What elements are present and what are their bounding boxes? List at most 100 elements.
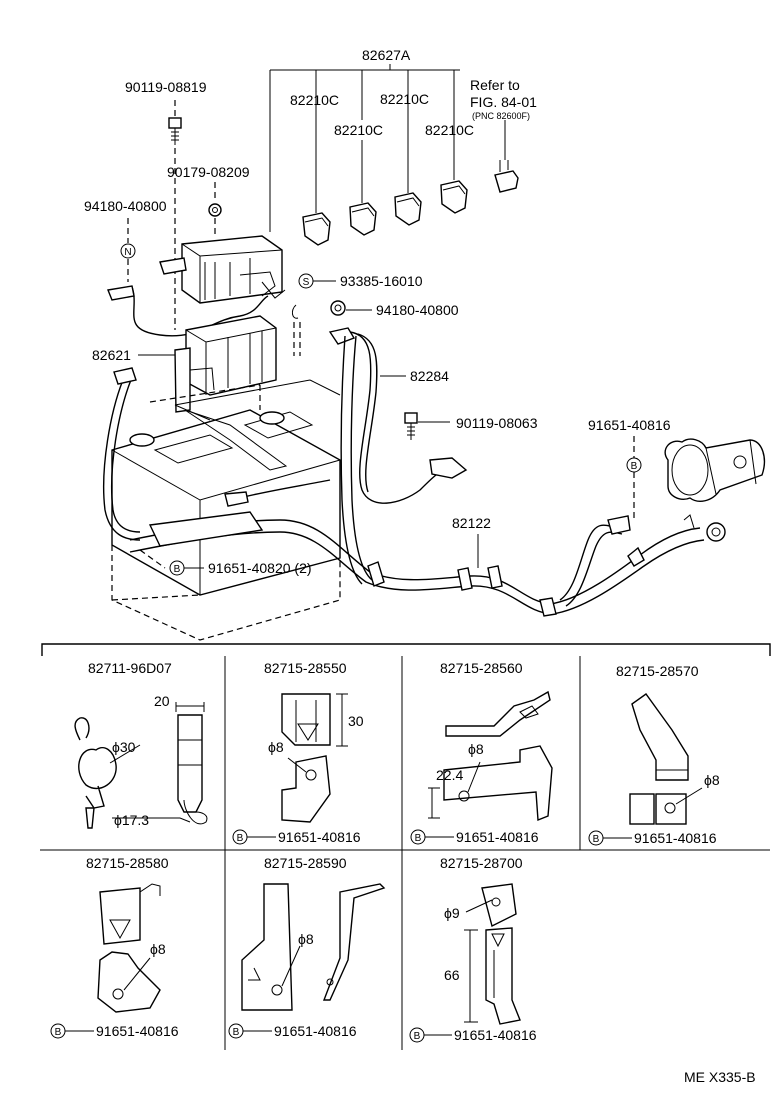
battery [111, 379, 341, 596]
cell2-marker-b-letter: B [237, 833, 244, 844]
cell7-part: 82715-28700 [440, 855, 523, 871]
refer-line-2: FIG. 84-01 [470, 94, 537, 110]
harness-clip-2 [457, 567, 473, 591]
cell6-marker-b-letter: B [233, 1027, 240, 1038]
label-82627a: 82627A [362, 47, 411, 63]
label-90179-08209: 90179-08209 [167, 164, 250, 180]
cell1-clamp-front [74, 717, 117, 829]
label-82284: 82284 [410, 368, 449, 384]
cell5-leader-8 [123, 957, 151, 991]
cell2-bolt: 91651-40816 [278, 829, 361, 845]
label-91651-40820: 91651-40820 (2) [208, 560, 312, 576]
label-94180-40800-left: 94180-40800 [84, 198, 167, 214]
label-82210c-4: 82210C [425, 122, 474, 138]
cell2-bracket-detail [295, 700, 319, 742]
cell1-leader-30 [109, 744, 141, 764]
cable-left-riser [103, 374, 141, 541]
cable-82284 [349, 331, 449, 504]
label-82210c-2: 82210C [380, 91, 429, 107]
fuse-ref [453, 70, 519, 193]
bolt-90119-08819-icon [168, 100, 182, 330]
cable-left-riser-b [111, 374, 141, 533]
figure-code: ME X335-B [684, 1069, 756, 1085]
cell-82715-28570: 82715-28570 ϕ8 B 91651-40816 [588, 663, 720, 846]
cell7-leader-9 [465, 899, 493, 913]
main-assembly: 82627A 82210C 82210C 82210C 82210C Refer… [84, 47, 766, 641]
cell7-dim-66: 66 [444, 967, 460, 983]
cell3-top-detail [519, 705, 539, 719]
cell4-block-right [655, 793, 687, 825]
label-90119-08063: 90119-08063 [456, 415, 538, 431]
harness-sleeve-left [148, 511, 264, 547]
cell3-dim-8: ϕ8 [468, 741, 484, 757]
cell3-marker-b-letter: B [415, 833, 422, 844]
cell1-dim-173: ϕ17.3 [114, 812, 149, 828]
terminal-82284-end [429, 457, 468, 479]
harness-clip-4 [539, 597, 557, 617]
marker-n-letter: N [124, 247, 131, 258]
cell-82711-96d07: 82711-96D07 ϕ30 20 ϕ17.3 [74, 660, 208, 829]
cell7-bolt: 91651-40816 [454, 1027, 537, 1043]
clip-s-icon [291, 304, 299, 319]
nut-90179-08209-icon [208, 182, 222, 236]
label-82210c-3: 82210C [334, 122, 383, 138]
harness-clip-5 [627, 546, 645, 567]
cell1-leader-173 [112, 817, 191, 823]
cell5-bracket-bottom [97, 951, 161, 1013]
cell5-hole [112, 988, 124, 1000]
cell4-block-left [629, 793, 655, 825]
battery-tray-dash [111, 545, 341, 641]
cell6-bolt: 91651-40816 [274, 1023, 357, 1039]
cell1-dim20-line [175, 702, 205, 712]
cell-82715-28550: 82715-28550 30 ϕ8 B 91651-40816 [232, 660, 364, 845]
cell6-leader-8 [281, 945, 301, 987]
cell4-dim-8: ϕ8 [704, 772, 720, 788]
cell1-clamp-side-detail [178, 739, 208, 825]
cell6-bracket-left [241, 883, 293, 1011]
refer-line-1: Refer to [470, 77, 520, 93]
cell2-hole [305, 769, 317, 781]
refer-line-3: (PNC 82600F) [472, 111, 530, 121]
cell1-dim-30: ϕ30 [112, 739, 136, 755]
ring-terminal-hole [711, 527, 721, 537]
marker-n [120, 243, 136, 259]
cell2-dim-8: ϕ8 [268, 739, 284, 755]
cell7-marker-b-letter: B [414, 1031, 421, 1042]
label-82210c-1: 82210C [290, 92, 339, 108]
cable-riser-mid-b [340, 335, 363, 585]
clip-s-dash [293, 322, 301, 356]
fuse-3 [394, 110, 422, 226]
cell3-hole [458, 790, 470, 802]
cell6-dim-8: ϕ8 [298, 931, 314, 947]
assembly-bracket-lines [269, 64, 460, 232]
label-90119-08819: 90119-08819 [125, 79, 207, 95]
label-82621: 82621 [92, 347, 131, 363]
cell6-right-hole [326, 978, 334, 986]
cell4-leader-8 [675, 787, 703, 805]
terminal-left-top [113, 367, 137, 385]
detail-table: 82711-96D07 ϕ30 20 ϕ17.3 82715-28550 30 … [40, 643, 771, 1050]
cell1-clamp-side [177, 714, 203, 813]
cell7-top-hole [491, 897, 501, 907]
fuse-2 [349, 140, 377, 236]
label-91651-40816-top: 91651-40816 [588, 417, 671, 433]
cell-82715-28700: 82715-28700 ϕ9 66 B 91651-40816 [409, 855, 537, 1043]
terminal-branch-up [607, 515, 631, 535]
cell3-dim224-line [428, 787, 440, 819]
cell7-bottom-detail [491, 933, 505, 998]
harness-branch-up-b [565, 531, 623, 607]
cell7-bracket-bottom [485, 927, 521, 1025]
cell2-part: 82715-28550 [264, 660, 347, 676]
cell5-dim-8: ϕ8 [150, 941, 166, 957]
label-93385-16010: 93385-16010 [340, 273, 423, 289]
cell1-part: 82711-96D07 [88, 660, 172, 676]
cell3-bracket-top [445, 690, 551, 737]
cell3-dim-224: 22.4 [436, 767, 463, 783]
relay-lead-terminal [107, 285, 135, 301]
cell4-bolt: 91651-40816 [634, 830, 717, 846]
cell5-top-detail [109, 883, 161, 940]
fuse-4 [440, 180, 468, 214]
table-grid [40, 656, 770, 1050]
marker-s-letter: S [303, 277, 310, 288]
marker-b-bottom-letter: B [174, 564, 181, 575]
